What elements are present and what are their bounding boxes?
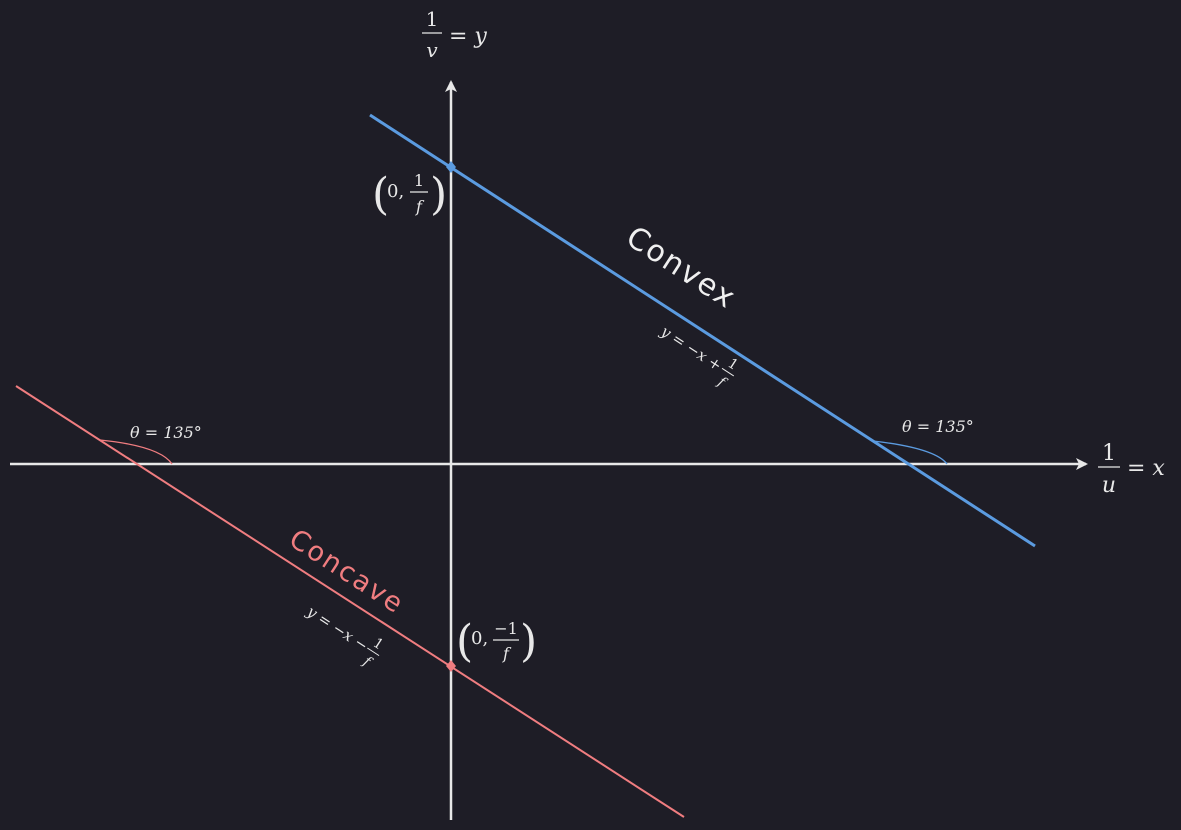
concave-intercept-num: −1 <box>494 619 518 638</box>
y-axis-label-rhs: = y <box>449 24 487 49</box>
convex-intercept-label: ( 0, 1 f ) <box>372 169 447 220</box>
svg-text:(: ( <box>372 169 389 220</box>
svg-text:): ) <box>520 616 537 667</box>
concave-equation-num: 1 <box>370 635 386 653</box>
convex-intercept-den: f <box>415 197 425 216</box>
concave-intercept-x: 0, <box>471 628 488 649</box>
x-axis-label-num: 1 <box>1102 441 1116 466</box>
convex-intercept-num: 1 <box>414 171 424 190</box>
svg-text:(: ( <box>456 616 473 667</box>
convex-intercept-x: 0, <box>387 181 404 202</box>
x-axis-label-den: u <box>1102 473 1116 498</box>
convex-angle-label: θ = 135° <box>902 417 974 436</box>
concave-line <box>15 385 685 818</box>
concave-angle-label: θ = 135° <box>130 423 202 442</box>
convex-y-intercept-marker <box>446 161 456 173</box>
concave-intercept-label: ( 0, −1 f ) <box>456 616 537 667</box>
svg-text:): ) <box>430 169 447 220</box>
convex-equation-lhs: y = −x + <box>657 322 725 375</box>
y-axis-label-num: 1 <box>426 7 439 31</box>
convex-equation-den: f <box>714 374 730 392</box>
convex-equation-num: 1 <box>725 355 741 373</box>
concave-y-intercept-marker <box>446 660 456 672</box>
convex-line <box>369 113 1036 548</box>
concave-equation-den: f <box>359 653 375 671</box>
convex-angle-arc <box>872 440 948 465</box>
concave-intercept-den: f <box>502 644 512 663</box>
y-axis-label: 1 v = y <box>422 7 487 62</box>
convex-label: Convex <box>620 220 743 317</box>
concave-angle-arc <box>99 439 173 465</box>
x-axis-label-rhs: = x <box>1127 456 1165 481</box>
y-axis-label-den: v <box>426 38 438 62</box>
x-axis-label: 1 u = x <box>1098 441 1165 498</box>
